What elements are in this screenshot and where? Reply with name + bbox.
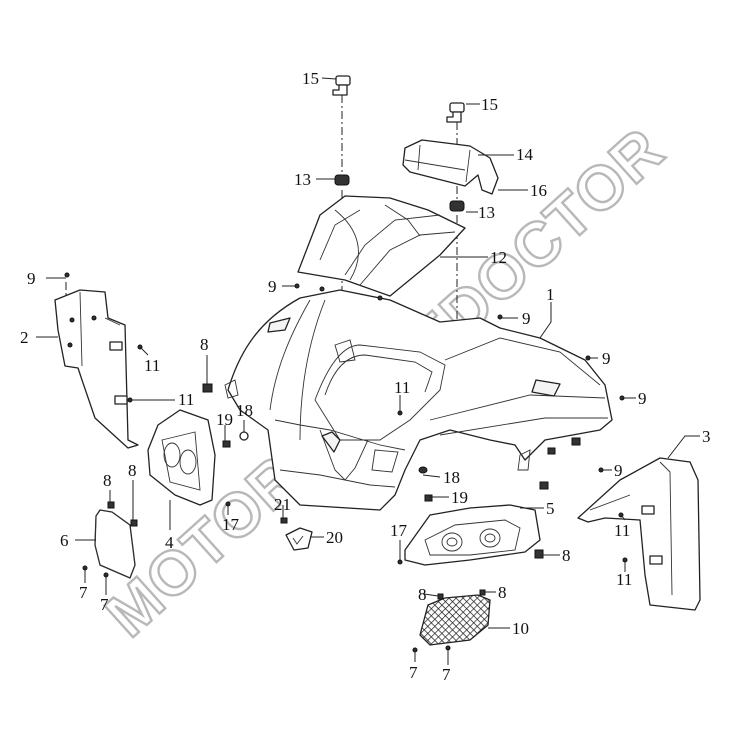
callout-17-a: 17 (222, 515, 240, 534)
callout-8-a: 8 (200, 335, 209, 354)
callout-19-a: 19 (216, 410, 233, 429)
callout-11-b: 11 (178, 390, 194, 409)
callout-7-b: 7 (100, 595, 109, 614)
right-headlight-housing-part-5 (404, 504, 541, 566)
callout-19-b: 19 (451, 488, 468, 507)
callout-14: 14 (516, 145, 534, 164)
callout-4: 4 (165, 533, 174, 552)
callout-9-b: 9 (268, 277, 277, 296)
callout-8-c: 8 (128, 461, 137, 480)
callout-8-d: 8 (562, 546, 571, 565)
callout-2: 2 (20, 328, 29, 347)
left-fender-part-2 (54, 289, 139, 449)
callout-8-f: 8 (498, 583, 507, 602)
clips-part-8 (107, 383, 544, 600)
callout-16: 16 (530, 181, 547, 200)
callout-18-a: 18 (236, 401, 253, 420)
callout-7-a: 7 (79, 583, 88, 602)
callout-9-e: 9 (638, 389, 647, 408)
callout-11-d: 11 (614, 521, 630, 540)
callout-labels: 15 15 13 13 14 16 12 9 9 9 9 9 9 1 2 11 … (20, 69, 711, 684)
right-fender-part-3 (577, 457, 701, 611)
callout-5: 5 (546, 499, 555, 518)
callout-9-d: 9 (602, 349, 611, 368)
small-cover-part-14 (402, 139, 499, 195)
callout-11-c: 11 (394, 378, 410, 397)
callout-20: 20 (326, 528, 343, 547)
screw-part-21 (280, 517, 288, 524)
grommet-part-13-left (334, 174, 350, 186)
callout-8-e: 8 (418, 585, 427, 604)
top-cover-part-12 (297, 195, 466, 297)
front-body-part-1 (224, 289, 613, 511)
right-grille-part-10 (419, 594, 491, 646)
callout-6: 6 (60, 531, 69, 550)
callout-11-e: 11 (616, 570, 632, 589)
callout-9-a: 9 (27, 269, 36, 288)
callout-3: 3 (702, 427, 711, 446)
callout-15-left: 15 (302, 69, 319, 88)
leader-lines (36, 77, 700, 665)
callout-7-c: 7 (409, 663, 418, 682)
callout-8-b: 8 (103, 471, 112, 490)
callout-7-d: 7 (442, 665, 451, 684)
left-grille-part-6 (94, 509, 136, 579)
left-headlight-housing-part-4 (147, 409, 216, 506)
callout-9-c: 9 (522, 309, 531, 328)
callout-12: 12 (490, 248, 507, 267)
cap-part-15-right (446, 102, 465, 123)
callout-10: 10 (512, 619, 529, 638)
grommet-part-13-right (449, 200, 465, 212)
callout-21: 21 (274, 495, 291, 514)
callout-1: 1 (546, 285, 555, 304)
callout-18-b: 18 (443, 468, 460, 487)
callout-11-a: 11 (144, 356, 160, 375)
callout-13-left: 13 (294, 170, 311, 189)
callout-15-right: 15 (481, 95, 498, 114)
emblem-part-20 (285, 527, 313, 551)
callout-9-f: 9 (614, 461, 623, 480)
callout-13-right: 13 (478, 203, 495, 222)
cap-part-15-left (332, 75, 351, 96)
callout-17-b: 17 (390, 521, 408, 540)
